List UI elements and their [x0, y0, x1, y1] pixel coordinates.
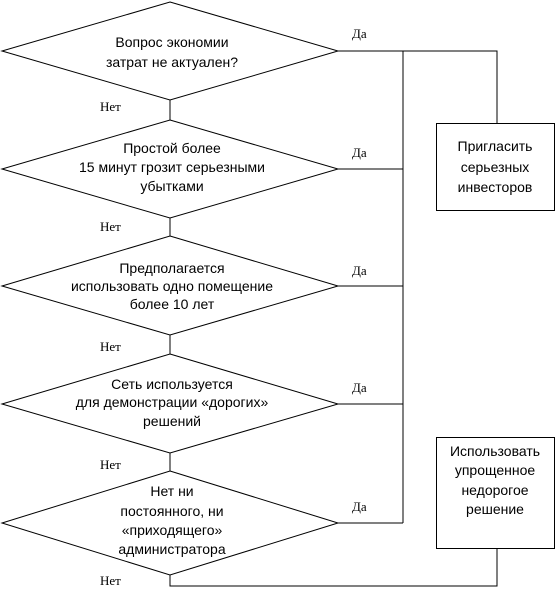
- decision-3-text-line: Предполагается: [119, 260, 224, 276]
- outcome-invest-box: Пригласить серьезных инвесторов: [436, 123, 555, 211]
- outcome-cheap-solution-box: Использовать упрощенное недорогое решени…: [436, 437, 555, 549]
- decision-2-text-line: Простой более: [123, 140, 221, 156]
- decision-5-text-line: постоянного, ни: [120, 503, 223, 519]
- outcome-invest-text-line: серьезных: [461, 159, 530, 175]
- decision-5: Нет ни постоянного, ни «приходящего» адм…: [0, 470, 340, 576]
- decision-2-text-line: убытками: [140, 178, 203, 194]
- outcome-cheap-solution-text-line: решение: [466, 501, 524, 517]
- decision-3-no-label: Нет: [100, 339, 121, 354]
- decision-5-text-line: «приходящего»: [122, 522, 223, 538]
- connectors: [169, 50, 498, 587]
- decision-1-no-label: Нет: [100, 99, 121, 114]
- decision-3-text-line: более 10 лет: [130, 296, 215, 312]
- outcome-cheap-solution-rect: [436, 437, 555, 549]
- no-connector-to-cheap-solution-box: [169, 549, 498, 587]
- decision-4: Сеть используется для демонстрации «доро…: [0, 353, 340, 454]
- decision-3-text-line: использовать одно помещение: [71, 278, 273, 294]
- decision-4-text-line: Сеть используется: [111, 376, 233, 392]
- decision-1-text-line: затрат не актуален?: [106, 54, 238, 70]
- yes-connector-to-invest-box: [338, 50, 498, 123]
- decision-1-diamond: [0, 1, 340, 101]
- decision-5-no-label: Нет: [100, 573, 121, 588]
- outcome-cheap-solution-text-line: упрощенное: [455, 462, 536, 478]
- decision-2: Простой более 15 минут грозит серьезными…: [0, 119, 340, 219]
- outcome-cheap-solution-text-line: недорогое: [461, 482, 528, 498]
- decision-1-text-line: Вопрос экономии: [115, 34, 228, 50]
- decision-4-text-line: решений: [143, 413, 201, 429]
- outcome-invest-rect: [436, 123, 555, 211]
- outcome-invest-text-line: инвесторов: [458, 179, 533, 195]
- decision-1: Вопрос экономии затрат не актуален?: [0, 1, 340, 101]
- decision-4-text-line: для демонстрации «дорогих»: [76, 394, 269, 410]
- decision-5-diamond: [0, 470, 340, 576]
- outcome-invest-text-line: Пригласить: [458, 138, 533, 154]
- decision-3-yes-label: Да: [352, 263, 367, 278]
- decision-4-diamond: [0, 353, 340, 454]
- decision-2-yes-label: Да: [352, 145, 367, 160]
- decision-5-text-line: Нет ни: [150, 483, 193, 499]
- outcome-cheap-solution-text-line: Использовать: [450, 443, 540, 459]
- decision-4-no-label: Нет: [100, 457, 121, 472]
- decision-4-yes-label: Да: [352, 380, 367, 395]
- decision-2-no-label: Нет: [100, 219, 121, 234]
- decision-2-text-line: 15 минут грозит серьезными: [79, 159, 265, 175]
- decision-1-yes-label: Да: [352, 26, 367, 41]
- decision-3-diamond: [0, 235, 340, 336]
- decision-3: Предполагается использовать одно помещен…: [0, 235, 340, 336]
- decision-5-text-line: администратора: [118, 541, 225, 557]
- decision-5-yes-label: Да: [352, 499, 367, 514]
- decision-2-diamond: [0, 119, 340, 219]
